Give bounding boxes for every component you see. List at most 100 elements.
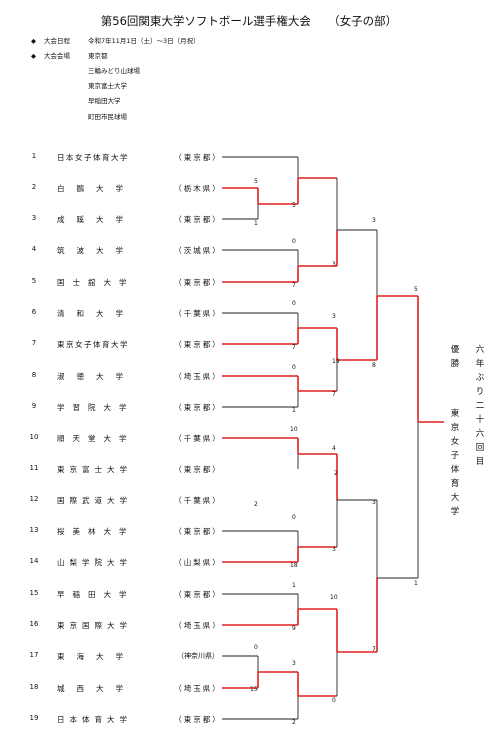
venue-name: 三輪みどり山球場 xyxy=(88,67,140,75)
team-name: 清和大学 xyxy=(57,309,135,318)
score-label: 1 xyxy=(292,582,296,589)
team-prefecture: （東京都） xyxy=(174,278,222,287)
score-label: 0 xyxy=(292,238,296,245)
team-number: 19 xyxy=(29,714,39,722)
score-label: 7 xyxy=(332,391,336,398)
team-name: 淑徳大学 xyxy=(57,372,135,381)
champion-note: 六年ぶり二十六回目 xyxy=(475,345,485,467)
team-prefecture: （山梨県） xyxy=(174,558,222,567)
team-name: 筑波大学 xyxy=(57,246,135,255)
team-prefecture: （千葉県） xyxy=(174,496,222,505)
team-prefecture: （東京都） xyxy=(174,215,222,224)
score-label: 0 xyxy=(332,697,336,704)
score-label: 7 xyxy=(372,646,376,653)
team-name: 山梨学院大学 xyxy=(57,558,132,567)
date-value: 令和7年11月1日（土）～3日（月祝） xyxy=(88,37,200,45)
team-number: 8 xyxy=(31,371,37,379)
team-number: 15 xyxy=(29,589,39,597)
team-number: 11 xyxy=(29,464,39,472)
bullet-icon: ◆ xyxy=(31,37,36,45)
score-label: 2 xyxy=(334,470,338,477)
team-name: 桜美林大学 xyxy=(57,527,135,536)
team-prefecture: （東京都） xyxy=(174,527,222,536)
team-name: 城西大学 xyxy=(57,684,135,693)
champion-name: 東京女子体育大学 xyxy=(450,409,460,517)
score-label: 3 xyxy=(372,217,376,224)
score-label: 7 xyxy=(292,282,296,289)
team-name: 国際武道大学 xyxy=(57,496,132,505)
team-number: 14 xyxy=(29,557,39,565)
score-label: 8 xyxy=(372,362,376,369)
team-number: 12 xyxy=(29,495,39,503)
team-name: 東京富士大学 xyxy=(57,465,132,474)
team-name: 早稲田大学 xyxy=(57,590,135,599)
score-label: 1 xyxy=(254,220,258,227)
team-number: 16 xyxy=(29,620,39,628)
venue-name: 早稲田大学 xyxy=(88,97,121,105)
team-number: 5 xyxy=(31,277,37,285)
team-prefecture: （栃木県） xyxy=(174,184,222,193)
team-prefecture: （茨城県） xyxy=(174,246,222,255)
bullet-icon: ◆ xyxy=(31,52,36,60)
score-label: 3 xyxy=(332,261,336,268)
score-label: 3 xyxy=(372,499,376,506)
team-number: 3 xyxy=(31,214,37,222)
team-number: 2 xyxy=(31,183,37,191)
score-label: 0 xyxy=(254,644,258,651)
score-label: 3 xyxy=(292,660,296,667)
score-label: 1 xyxy=(292,407,296,414)
team-prefecture: （東京都） xyxy=(174,403,222,412)
team-prefecture: （埼玉県） xyxy=(174,684,222,693)
score-label: 5 xyxy=(292,202,296,209)
team-name: 東京女子体育大学 xyxy=(57,340,129,349)
score-label: 10 xyxy=(290,426,298,433)
score-label: 19 xyxy=(332,358,340,365)
team-name: 成蹊大学 xyxy=(57,215,135,224)
score-label: 0 xyxy=(292,514,296,521)
team-number: 18 xyxy=(29,683,39,691)
score-label: 0 xyxy=(292,364,296,371)
team-prefecture: （東京都） xyxy=(174,590,222,599)
team-prefecture: （埼玉県） xyxy=(174,621,222,630)
score-label: 3 xyxy=(332,313,336,320)
score-label: 15 xyxy=(250,686,258,693)
team-number: 4 xyxy=(31,245,37,253)
venue-name: 東京富士大学 xyxy=(88,82,127,90)
team-prefecture: （千葉県） xyxy=(174,309,222,318)
score-label: 1 xyxy=(414,580,418,587)
team-number: 13 xyxy=(29,526,39,534)
team-prefecture: （東京都） xyxy=(174,340,222,349)
team-prefecture: （東京都） xyxy=(174,465,222,474)
team-name: 白鷗大学 xyxy=(57,184,135,193)
team-name: 日本女子体育大学 xyxy=(57,153,129,162)
score-label: 5 xyxy=(254,178,258,185)
team-prefecture: （神奈川県） xyxy=(177,652,219,660)
team-name: 国士舘大学 xyxy=(57,278,135,287)
team-number: 7 xyxy=(31,339,37,347)
score-label: 9 xyxy=(292,625,296,632)
champion-label: 優勝 xyxy=(450,345,460,369)
venue-label: 大会会場 xyxy=(44,52,70,60)
date-label: 大会日程 xyxy=(44,37,70,45)
team-prefecture: （千葉県） xyxy=(174,434,222,443)
team-prefecture: （東京都） xyxy=(174,715,222,724)
team-number: 10 xyxy=(29,433,39,441)
team-name: 学習院大学 xyxy=(57,403,135,412)
score-label: 4 xyxy=(332,445,336,452)
team-prefecture: （東京都） xyxy=(174,153,222,162)
team-name: 日本体育大学 xyxy=(57,715,132,724)
team-number: 6 xyxy=(31,308,37,316)
team-number: 9 xyxy=(31,402,37,410)
score-label: 3 xyxy=(332,546,336,553)
team-name: 東海大学 xyxy=(57,652,135,661)
team-number: 17 xyxy=(29,651,39,659)
page-title: 第56回関東大学ソフトボール選手権大会 （女子の部） xyxy=(100,14,398,28)
score-label: 7 xyxy=(292,344,296,351)
venue-name: 町田市民球場 xyxy=(88,113,127,121)
score-label: 5 xyxy=(414,286,418,293)
team-name: 順天堂大学 xyxy=(57,434,135,443)
team-number: 1 xyxy=(31,152,37,160)
score-label: 10 xyxy=(330,594,338,601)
score-label: 2 xyxy=(292,719,296,726)
